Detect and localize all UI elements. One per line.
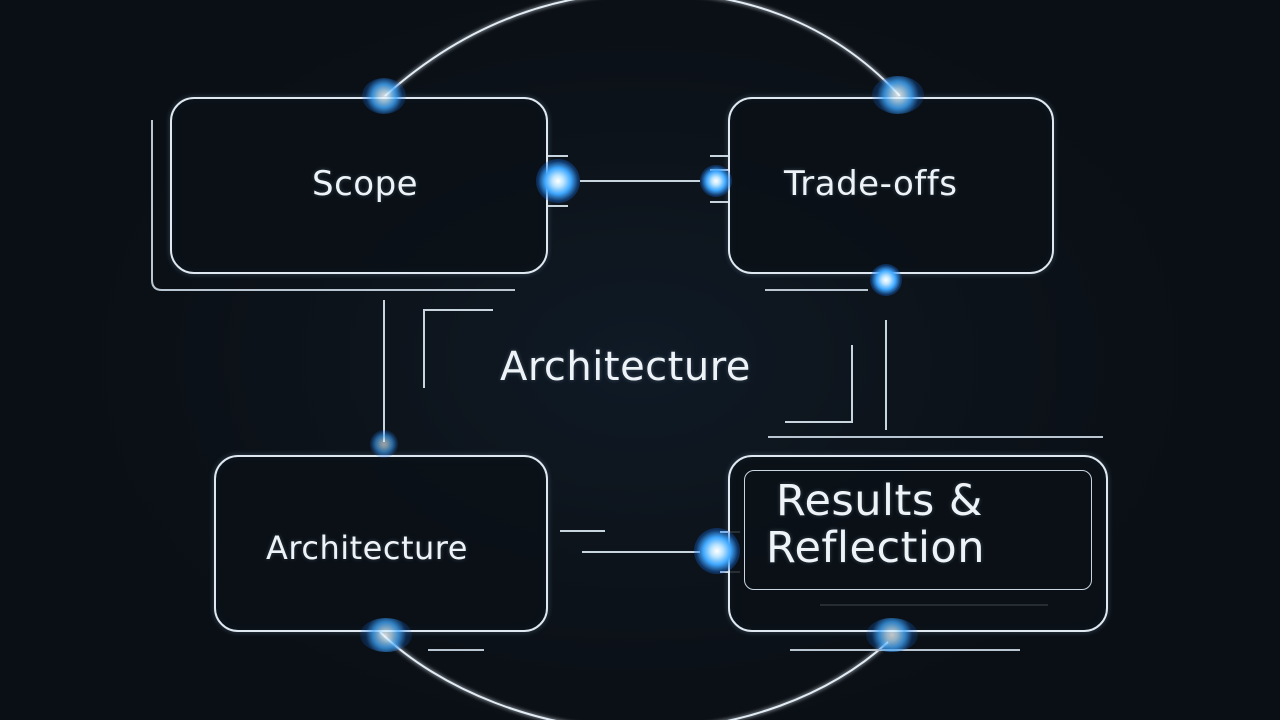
glow-dot	[360, 618, 412, 652]
glow-dot	[362, 78, 406, 114]
glow-dot	[694, 528, 740, 574]
node-results-inner-frame	[744, 470, 1092, 590]
glow-dot	[700, 165, 732, 197]
center-bracket-right	[785, 345, 853, 423]
node-architecture	[214, 455, 548, 632]
center-bracket-left	[423, 309, 493, 388]
circle-arc-bottom	[379, 631, 889, 720]
node-scope	[170, 97, 548, 274]
glow-dot	[872, 76, 924, 114]
node-tradeoffs-label: Trade-offs	[784, 164, 958, 204]
glow-dot	[370, 430, 398, 458]
node-results-label-line2: Reflection	[766, 523, 985, 573]
scope-bracket	[151, 120, 515, 291]
node-results	[728, 455, 1108, 632]
glow-dot	[870, 264, 902, 296]
node-results-label-line1: Results &	[776, 476, 983, 526]
circle-arc-top	[384, 0, 901, 97]
node-scope-label: Scope	[312, 164, 419, 204]
glow-dot	[536, 159, 580, 203]
node-architecture-label: Architecture	[266, 529, 468, 567]
glow-dot	[866, 618, 918, 652]
center-label: Architecture	[500, 344, 751, 390]
